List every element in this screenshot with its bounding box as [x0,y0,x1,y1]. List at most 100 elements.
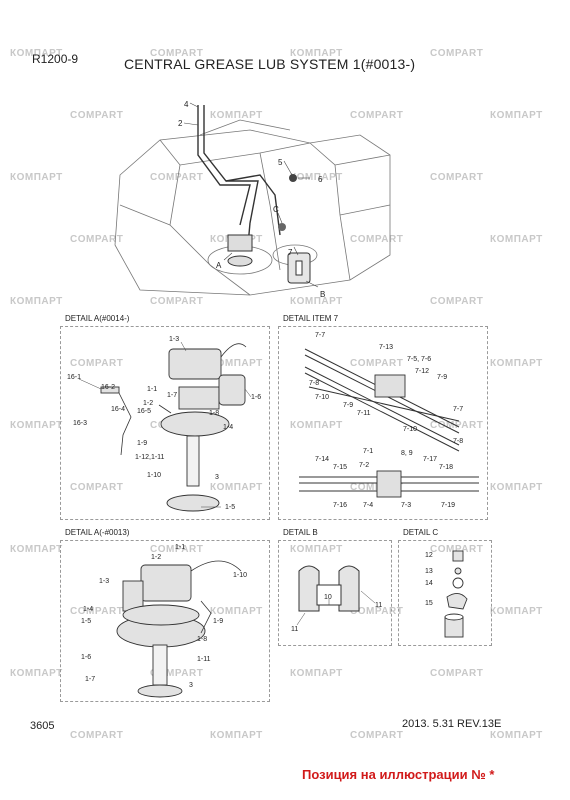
part-label: 7-1 [363,448,373,455]
panel-detail-item-7: DETAIL ITEM 7 7-7 7-13 7-5, 7-6 7-12 7-9… [278,314,488,520]
watermark-text: COMPART [150,172,204,183]
part-label: 7-4 [363,502,373,509]
part-label: 7-5, 7-6 [407,356,431,363]
part-label: 7-10 [403,426,417,433]
page-code: R1200-9 [32,52,79,66]
part-label: 1-8 [209,410,219,417]
watermark-text: КОМПАРТ [290,48,343,59]
watermark-text: КОМПАРТ [10,420,63,431]
part-label: 10 [324,594,332,601]
date-revision: 2013. 5.31 REV.13E [402,718,502,730]
watermark-text: КОМПАРТ [10,668,63,679]
part-label: 1-7 [85,676,95,683]
panel-detail-b: DETAIL B 10 11 11 [278,528,392,646]
part-label: 1-9 [213,618,223,625]
watermark-text: COMPART [350,730,404,741]
illustration-position-note: Позиция на иллюстрации № * [302,767,495,782]
main-label: 7 [288,248,293,257]
part-label: 7-7 [453,406,463,413]
part-label: 7-18 [439,464,453,471]
watermark-text: COMPART [350,110,404,121]
watermark-text: КОМПАРТ [490,730,543,741]
watermark-text: КОМПАРТ [210,730,263,741]
watermark-text: COMPART [350,234,404,245]
part-label: 1-2 [143,400,153,407]
part-label: 7-10 [315,394,329,401]
detail-c-drawing: 12 13 14 15 [425,550,468,638]
watermark-text: COMPART [150,544,204,555]
part-label: 7-17 [423,456,437,463]
part-label: 1-1 [147,386,157,393]
watermark-text: COMPART [430,48,484,59]
part-label: 3 [189,682,193,689]
panel-detail-a-0014: DETAIL A(#0014-) 1-3 16-1 16-2 1-1 [60,314,270,520]
part-label: 7-2 [359,462,369,469]
main-label: C [273,205,279,214]
part-label: 11 [291,626,298,633]
main-label: 2 [178,119,183,128]
part-label: 1-2 [151,554,161,561]
panel-title: DETAIL C [402,528,440,537]
watermark-text: КОМПАРТ [210,482,263,493]
watermark-text: КОМПАРТ [10,544,63,555]
detail-a-0014-drawing: 1-3 16-1 16-2 1-1 1-7 1-6 1-2 16-4 16-5 … [67,336,261,512]
panel-title: DETAIL A(-#0013) [64,528,131,537]
watermark-text: КОМПАРТ [210,358,263,369]
detail-item7-drawing: 7-7 7-13 7-5, 7-6 7-12 7-9 7-8 7-10 7-9 … [299,332,479,509]
main-label: 4 [184,100,189,109]
part-label: 3 [215,474,219,481]
part-label: 1-4 [223,424,233,431]
panel-detail-a-0013: DETAIL A(-#0013) 1-1 1-2 1-3 1-10 1-4 1-… [60,528,270,702]
part-label: 1-6 [81,654,91,661]
watermark-text: КОМПАРТ [210,110,263,121]
watermark-text: КОМПАРТ [490,482,543,493]
watermark-text: COMPART [70,358,124,369]
watermark-text: КОМПАРТ [490,358,543,369]
watermark-text: КОМПАРТ [490,234,543,245]
watermark-text: КОМПАРТ [210,606,263,617]
page-title: CENTRAL GREASE LUB SYSTEM 1(#0013-) [124,56,416,72]
part-label: 16-2 [101,384,115,391]
main-label: 5 [278,158,283,167]
watermark-text: КОМПАРТ [490,606,543,617]
watermark-text: COMPART [150,296,204,307]
part-label: 7-9 [343,402,353,409]
watermark-text: COMPART [70,110,124,121]
watermark-text: COMPART [430,668,484,679]
panel-title: DETAIL ITEM 7 [282,314,340,323]
part-label: 7-16 [333,502,347,509]
part-label: 1-10 [233,572,247,579]
part-label: 1-5 [225,504,235,511]
part-label: 7-14 [315,456,329,463]
part-label: 11 [375,602,382,609]
page-number: 3605 [30,720,55,732]
part-label: 12 [425,552,433,559]
detail-b-drawing: 10 11 11 [291,565,382,633]
part-label: 7-19 [441,502,455,509]
part-label: 1-6 [251,394,261,401]
part-label: 1-3 [169,336,179,343]
watermark-text: COMPART [430,296,484,307]
panel-title: DETAIL B [282,528,319,537]
part-label: 13 [425,568,433,575]
watermark-text: COMPART [70,234,124,245]
panel-detail-c: DETAIL C 12 13 14 15 [398,528,492,646]
part-label: 16-1 [67,374,81,381]
main-machine-view: 4 2 5 6 C A 7 B [114,100,391,299]
part-label: 16-3 [73,420,87,427]
part-label: 1-9 [137,440,147,447]
watermark-text: КОМПАРТ [290,420,343,431]
part-label: 7-8 [309,380,319,387]
watermark-text: COMPART [350,482,403,493]
watermark-text: КОМПАРТ [490,110,543,121]
part-label: 1-10 [147,472,161,479]
detail-a-0013-drawing: 1-1 1-2 1-3 1-10 1-4 1-5 1-9 1-8 1-6 1-1… [81,544,247,698]
part-label: 7-11 [357,410,371,417]
part-label: 1-12,1-11 [135,454,165,461]
part-label: 1-4 [83,606,93,613]
main-label: A [216,261,222,270]
part-label: 7-12 [415,368,429,375]
main-label: 6 [318,175,323,184]
part-label: 7-15 [333,464,347,471]
watermark-text: КОМПАРТ [290,668,343,679]
